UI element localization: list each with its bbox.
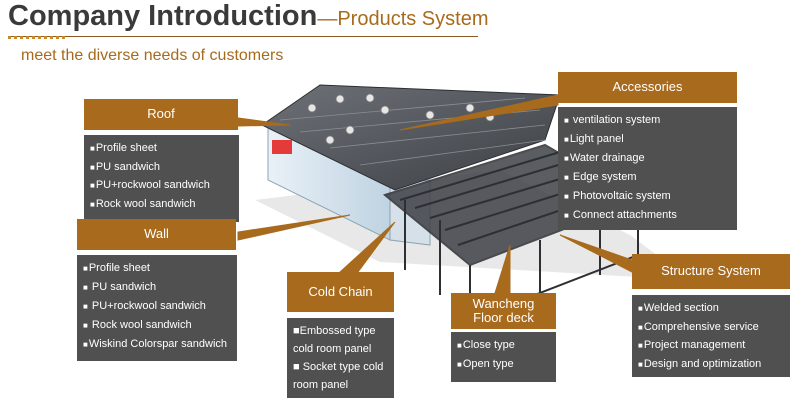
callout-connectors: [237, 94, 633, 294]
list-item: ■ Connect attachments: [564, 209, 677, 221]
accessories-label: Accessories: [558, 72, 737, 103]
list-item: ■Profile sheet: [90, 142, 157, 154]
list-item: ■PU+rockwool sandwich: [90, 179, 210, 191]
list-item: ■Rock wool sandwich: [90, 197, 196, 210]
title-divider: [8, 36, 478, 37]
list-item: ■ Socket type cold room panel: [293, 361, 384, 391]
structure-system-list: ■Welded section ■Comprehensive service ■…: [632, 295, 790, 377]
roof-label: Roof: [84, 99, 238, 130]
title-accent-dots: [8, 36, 68, 39]
brand-logo-mark: [272, 140, 292, 154]
title-text: Company Introduction: [8, 0, 318, 32]
title-suffix: —Products System: [317, 8, 489, 30]
cold-chain-list: ■Embossed type cold room panel ■ Socket …: [287, 318, 394, 398]
list-item: ■Comprehensive service: [638, 320, 759, 333]
list-item: ■ PU+rockwool sandwich: [83, 300, 206, 312]
accessories-list: ■ ventilation system ■Light panel ■Water…: [558, 107, 737, 230]
list-item: ■Project management: [638, 339, 746, 351]
tagline: meet the diverse needs of customers: [21, 47, 284, 64]
list-item: ■ Photovoltaic system: [564, 190, 671, 202]
list-item: ■PU sandwich: [90, 160, 161, 173]
list-item: ■ Rock wool sandwich: [83, 319, 192, 331]
list-item: ■Embossed type cold room panel: [293, 325, 376, 355]
floor-deck-label: Wancheng Floor deck: [451, 293, 556, 329]
list-item: ■Close type: [457, 339, 515, 351]
roof-connector: [237, 117, 291, 127]
list-item: ■Light panel: [564, 133, 624, 145]
roof-ribs: [279, 97, 546, 166]
wall-list: ■Profile sheet ■ PU sandwich ■ PU+rockwo…: [77, 255, 237, 361]
list-item: ■Wiskind Colorspar sandwich: [83, 338, 228, 350]
structure-system-label: Structure System: [632, 254, 790, 289]
list-item: ■ Edge system: [564, 171, 637, 183]
list-item: ■Open type: [457, 357, 514, 370]
wall-label: Wall: [77, 219, 236, 250]
list-item: ■Design and optimization: [638, 357, 762, 370]
list-item: ■ ventilation system: [564, 114, 661, 126]
list-item: ■Water drainage: [564, 152, 645, 164]
list-item: ■ PU sandwich: [83, 281, 157, 293]
page-title: Company Introduction—Products System: [8, 0, 489, 33]
roof-list: ■Profile sheet ■PU sandwich ■PU+rockwool…: [84, 135, 239, 222]
wall-connector: [237, 214, 351, 241]
cold-chain-label: Cold Chain: [287, 272, 394, 312]
list-item: ■Welded section: [638, 302, 719, 314]
roof-ventilators: [307, 93, 495, 145]
floor-deck-list: ■Close type ■Open type: [451, 332, 556, 382]
list-item: ■Profile sheet: [83, 262, 150, 274]
